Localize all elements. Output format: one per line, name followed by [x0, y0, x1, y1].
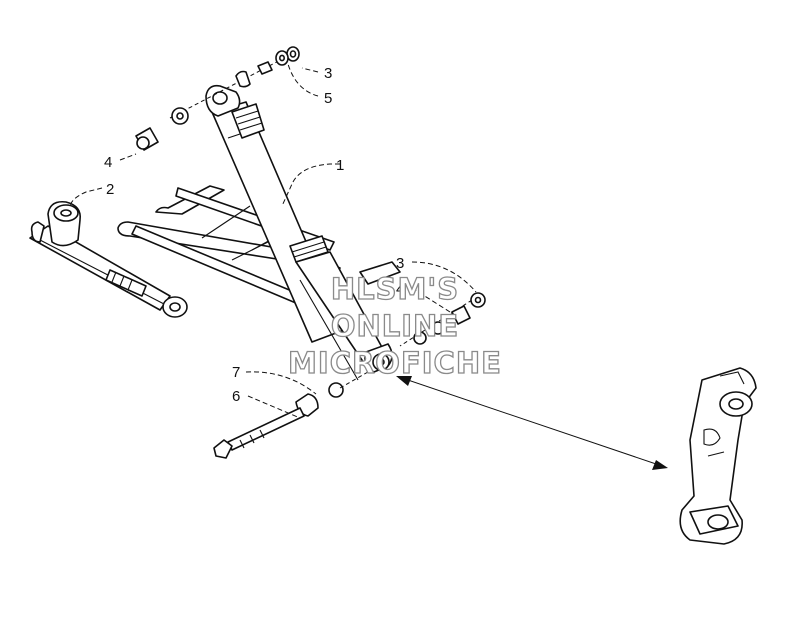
callout-3-upper: 3 — [324, 65, 332, 82]
watermark-line-2: ONLINE — [331, 309, 459, 343]
upper-hardware — [135, 46, 300, 151]
leader-lines — [69, 63, 477, 419]
watermark: HLSM'S ONLINE MICROFICHE — [287, 271, 502, 380]
callout-1: 1 — [336, 157, 344, 174]
spindle-knuckle — [679, 367, 757, 545]
callout-6: 6 — [232, 388, 240, 405]
callout-labels: 1 2 3 5 4 3 4 7 6 — [104, 65, 404, 405]
callout-3-lower: 3 — [396, 255, 404, 272]
lower-hardware — [213, 292, 486, 459]
watermark-line-1: HLSM'S — [331, 272, 459, 306]
shock-absorber — [205, 84, 393, 381]
steering-damper — [29, 200, 188, 318]
callout-5: 5 — [324, 90, 332, 107]
mounting-arrow — [396, 376, 668, 470]
callout-2: 2 — [106, 181, 114, 198]
callout-7: 7 — [232, 364, 240, 381]
callout-4-upper: 4 — [104, 154, 112, 171]
watermark-line-3: MICROFICHE — [288, 346, 502, 380]
callout-4-lower: 4 — [396, 281, 404, 298]
